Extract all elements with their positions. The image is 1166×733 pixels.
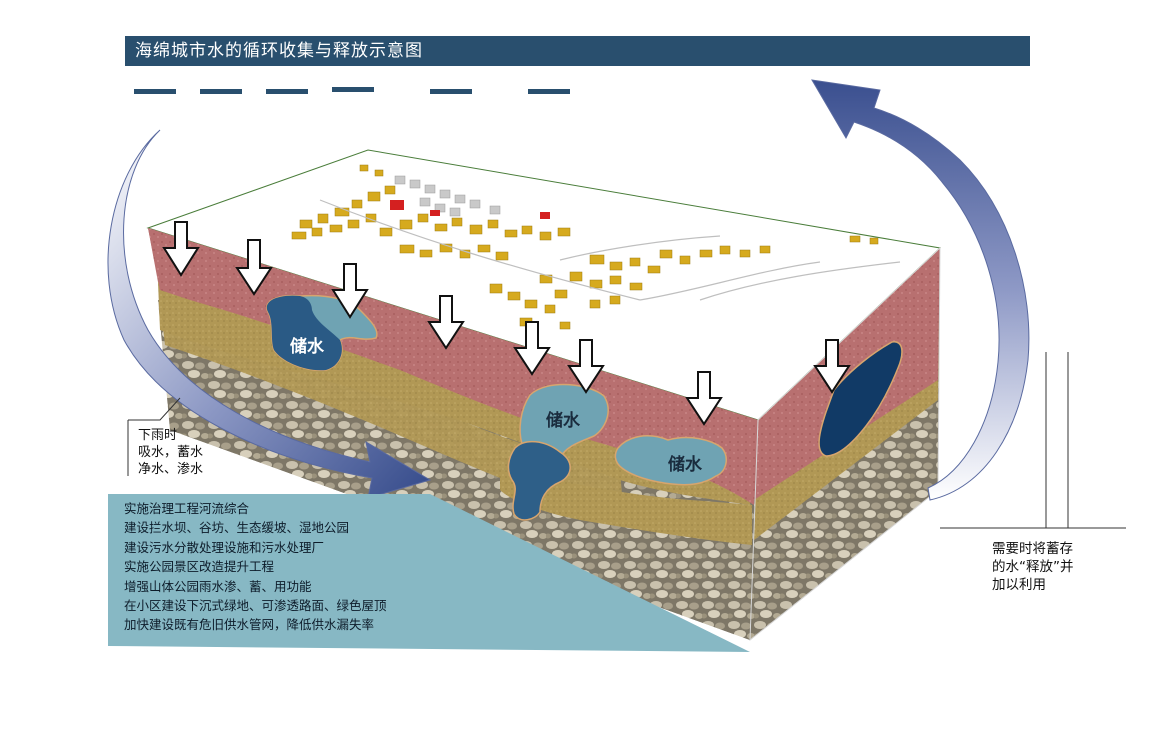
measure-item: 建设污水分散处理设施和污水处理厂 — [124, 539, 325, 555]
release-note-line: 加以利用 — [992, 577, 1046, 593]
title-dash — [266, 89, 308, 94]
title-dash — [134, 89, 176, 94]
rain-note-line: 吸水，蓄水 — [138, 445, 204, 460]
roads — [319, 199, 901, 301]
release-note-line: 需要时将蓄存 — [992, 541, 1073, 557]
city-blocks-red — [390, 200, 550, 219]
storage-label: 储水 — [546, 411, 580, 431]
measure-item: 建设拦水坝、谷坊、生态缓坡、湿地公园 — [124, 520, 350, 536]
title-dash — [430, 89, 472, 94]
measure-item: 加快建设既有危旧供水管网，降低供水漏失率 — [124, 617, 375, 633]
measure-item: 在小区建设下沉式绿地、可渗透路面、绿色屋顶 — [124, 598, 387, 614]
city-blocks-grey — [394, 175, 501, 217]
rain-note-line: 净水、渗水 — [138, 462, 204, 477]
release-note-line: 的水“释放”并 — [992, 559, 1074, 575]
storage-label: 储水 — [668, 455, 702, 475]
title-dash — [332, 87, 374, 92]
rain-note-line: 下雨时 — [138, 428, 178, 443]
diagram-title: 海绵城市水的循环收集与释放示意图 — [125, 36, 1030, 66]
measure-item: 实施公园景区改造提升工程 — [124, 559, 275, 575]
release-note: 需要时将蓄存 的水“释放”并 加以利用 — [992, 540, 1074, 594]
callout-lines — [127, 352, 1126, 529]
measures-list: 实施治理工程河流综合 建设拦水坝、谷坊、生态缓坡、湿地公园 建设污水分散处理设施… — [124, 499, 387, 635]
curved-arrow-icon — [107, 129, 432, 499]
measure-item: 增强山体公园雨水渗、蓄、用功能 — [124, 578, 312, 594]
measure-item: 实施治理工程河流综合 — [124, 501, 250, 516]
measures-panel-bg — [108, 494, 750, 652]
storage-pockets — [266, 294, 903, 521]
title-dash — [528, 89, 570, 94]
city-blocks — [291, 164, 879, 330]
down-arrow-icon — [162, 221, 851, 426]
storage-label: 储水 — [290, 337, 324, 357]
rain-note: 下雨时 吸水，蓄水 净水、渗水 — [138, 427, 203, 478]
curved-arrow-icon — [811, 79, 1030, 501]
title-dash — [200, 89, 242, 94]
